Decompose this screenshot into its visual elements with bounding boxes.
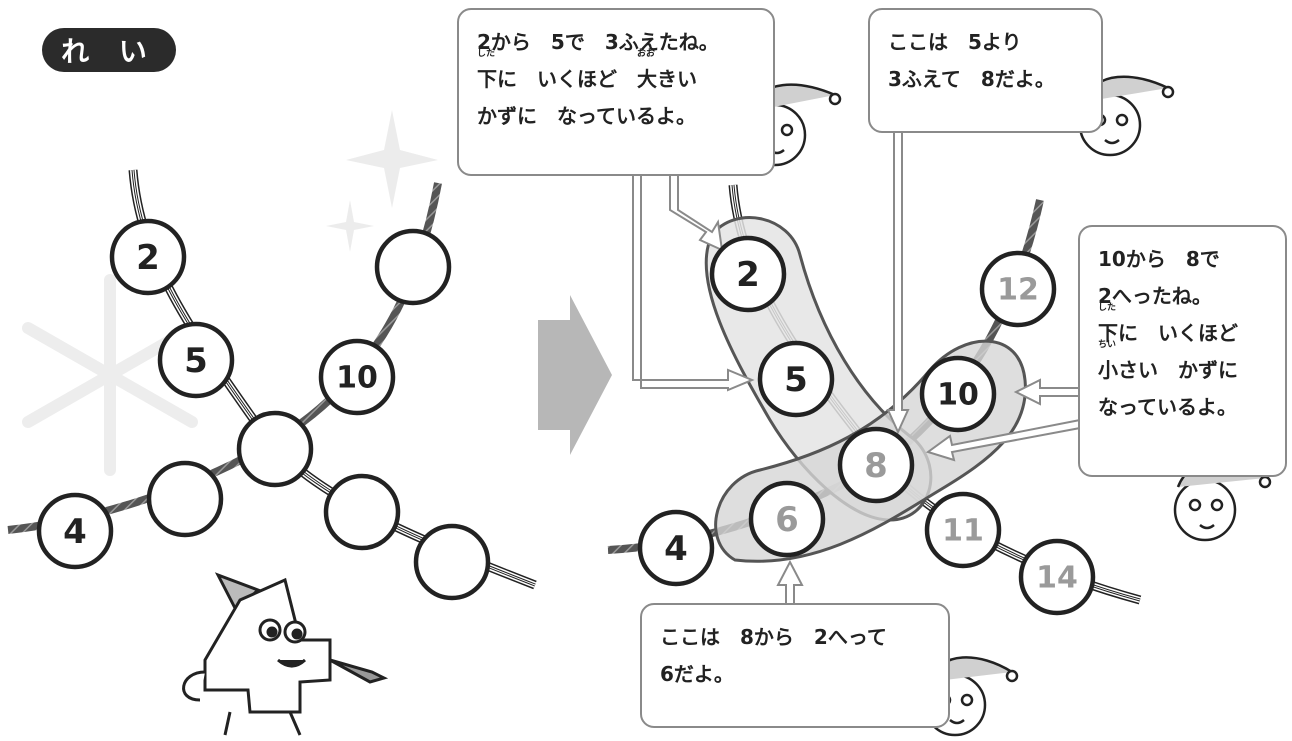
number-circle bbox=[36, 492, 114, 570]
left-number-right: 10 bbox=[336, 361, 378, 396]
bubble-line: かずに なっているよ。 bbox=[477, 104, 696, 128]
number-circle bbox=[979, 250, 1057, 328]
answer-lower-left: 6 bbox=[775, 500, 799, 540]
bubble-line: 10から 8で bbox=[1098, 247, 1220, 271]
blank-circle[interactable] bbox=[323, 473, 401, 551]
answer-center: 8 bbox=[864, 446, 888, 486]
answer-left: 4 bbox=[664, 529, 688, 569]
number-circle bbox=[1018, 538, 1096, 616]
speech-bubble-top-right: ここは 5より 3ふえて 8だよ。 bbox=[868, 8, 1103, 133]
sparkle-decoration bbox=[326, 110, 438, 252]
bubble-line: ちい小さい かずに bbox=[1098, 340, 1238, 383]
blank-circle[interactable] bbox=[374, 228, 452, 306]
number-circle bbox=[919, 355, 997, 433]
left-number-left: 4 bbox=[63, 512, 87, 552]
ruby-reading: した bbox=[477, 49, 496, 59]
number-circle bbox=[924, 491, 1002, 569]
ruby-reading: した bbox=[1098, 303, 1117, 313]
blank-circle[interactable] bbox=[413, 523, 491, 601]
ruby-reading: おお bbox=[637, 49, 656, 59]
blank-circle[interactable] bbox=[236, 410, 314, 488]
answer-top: 2 bbox=[736, 255, 760, 295]
speech-bubble-right: 10から 8で 2へったね。 した下に いくほど ちい小さい かずに なっている… bbox=[1078, 225, 1287, 477]
bubble-line: 2から 5で 3ふえたね。 bbox=[477, 30, 719, 54]
speech-bubble-top-left: 2から 5で 3ふえたね。 した下に いくほど おお大きい かずに なっているよ… bbox=[457, 8, 775, 176]
bubble-line: ここは 5より bbox=[888, 30, 1022, 54]
left-number-mid: 5 bbox=[184, 341, 208, 381]
blank-circle[interactable] bbox=[146, 460, 224, 538]
avatar-girl-icon bbox=[1173, 461, 1272, 542]
left-circles bbox=[36, 218, 491, 601]
example-badge: れ い bbox=[42, 28, 176, 72]
number-circle bbox=[748, 480, 826, 558]
bubble-line: 3ふえて 8だよ。 bbox=[888, 67, 1055, 91]
mascot-character bbox=[182, 572, 389, 736]
number-circle bbox=[837, 426, 915, 504]
ruby-reading: ちい bbox=[1098, 340, 1117, 350]
bubble-line: した下に いくほど bbox=[1098, 303, 1238, 346]
number-circle bbox=[157, 321, 235, 399]
number-circle bbox=[709, 235, 787, 313]
answer-right-bottom: 14 bbox=[1036, 561, 1078, 596]
answer-right-upper: 10 bbox=[937, 378, 979, 413]
pencil-icon bbox=[329, 658, 389, 684]
left-number-top: 2 bbox=[136, 238, 160, 278]
number-circle bbox=[318, 338, 396, 416]
bubble-line: した下に いくほど おお大きい bbox=[477, 49, 697, 92]
answer-right-top: 12 bbox=[997, 273, 1039, 308]
answer-right-lower: 11 bbox=[942, 514, 984, 549]
number-circle bbox=[637, 509, 715, 587]
number-circle bbox=[757, 340, 835, 418]
pointer-arrows bbox=[632, 124, 1081, 606]
answer-upper-left: 5 bbox=[784, 360, 808, 400]
number-circle bbox=[109, 218, 187, 296]
bubble-line: ここは 8から 2へって bbox=[660, 625, 887, 649]
bubble-line: 2へったね。 bbox=[1098, 284, 1212, 308]
speech-bubble-bottom: ここは 8から 2へって 6だよ。 bbox=[640, 603, 950, 728]
bubble-line: 6だよ。 bbox=[660, 662, 734, 686]
progress-arrow bbox=[538, 295, 612, 455]
bubble-line: なっているよ。 bbox=[1098, 395, 1237, 419]
